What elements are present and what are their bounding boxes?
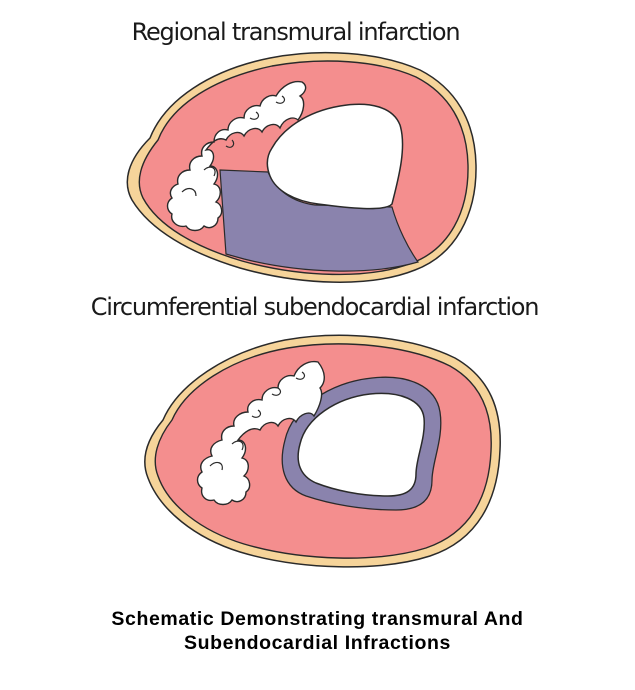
figure-caption-line-2: Subendocardial Infractions [184, 632, 451, 654]
top-lv-cavity [266, 103, 404, 210]
figure-caption-line-1: Schematic Demonstrating transmural And [111, 608, 524, 630]
infarction-diagrams [126, 51, 501, 568]
transmural-infarct-region [219, 169, 419, 272]
subendocardial-heart-section [144, 334, 501, 568]
transmural-heart-section [126, 51, 477, 283]
bottom-rv-cavity [196, 360, 325, 506]
top-diagram-title: Regional transmural infarction [131, 18, 461, 46]
top-rv-cavity [166, 80, 307, 232]
bottom-lv-cavity [297, 392, 425, 497]
bottom-diagram-title: Circumferential subendocardial infarctio… [90, 293, 540, 321]
bottom-rv-trabeculae [209, 371, 306, 471]
top-rv-trabeculae [181, 95, 286, 197]
